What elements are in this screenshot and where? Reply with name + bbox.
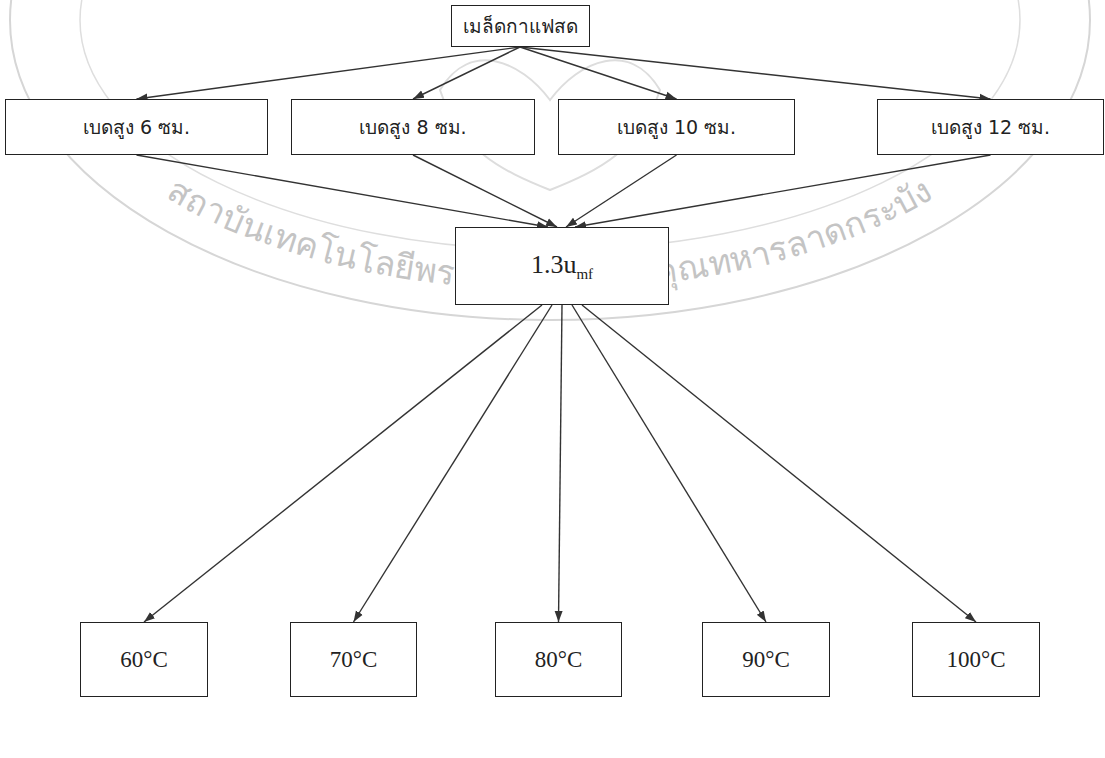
process-box: เบดสูง 6 ซม. xyxy=(5,99,268,155)
subscript: mf xyxy=(576,266,593,282)
flow-arrow xyxy=(582,305,976,622)
box-label: เบดสูง 6 ซม. xyxy=(83,116,190,138)
flow-arrow xyxy=(354,305,553,622)
process-box: 70°C xyxy=(290,622,417,697)
flow-arrow xyxy=(144,305,542,622)
box-text: 100°C xyxy=(946,646,1005,674)
box-label: เมล็ดกาแฟสด xyxy=(463,15,578,37)
box-label: 100°C xyxy=(946,647,1005,672)
flow-arrow xyxy=(559,305,563,622)
box-label: 70°C xyxy=(330,647,378,672)
process-box: 80°C xyxy=(495,622,622,697)
process-box: เบดสูง 10 ซม. xyxy=(558,99,795,155)
process-box: 1.3umf xyxy=(455,227,669,305)
box-text: 80°C xyxy=(535,646,583,674)
process-box: เบดสูง 12 ซม. xyxy=(877,99,1104,155)
box-text: เบดสูง 10 ซม. xyxy=(617,116,736,139)
box-label: 80°C xyxy=(535,647,583,672)
flow-arrow xyxy=(572,305,766,622)
box-text: เบดสูง 6 ซม. xyxy=(83,116,190,139)
box-text: เมล็ดกาแฟสด xyxy=(463,15,578,38)
flow-arrow xyxy=(520,47,677,99)
box-text: 70°C xyxy=(330,646,378,674)
box-label: เบดสูง 10 ซม. xyxy=(617,116,736,138)
flow-arrow xyxy=(566,155,677,227)
process-box: 60°C xyxy=(80,622,208,697)
seal-ring xyxy=(10,0,1090,320)
process-box: เมล็ดกาแฟสด xyxy=(451,5,590,47)
flow-arrow xyxy=(137,47,521,99)
process-box: เบดสูง 8 ซม. xyxy=(291,99,535,155)
box-label: เบดสูง 8 ซม. xyxy=(359,116,466,138)
box-text: เบดสูง 12 ซม. xyxy=(931,116,1050,139)
box-text: 90°C xyxy=(742,646,790,674)
flow-arrow xyxy=(413,155,557,227)
box-label: 90°C xyxy=(742,647,790,672)
box-text: 1.3umf xyxy=(531,249,593,283)
process-box: 90°C xyxy=(702,622,830,697)
flow-arrow xyxy=(413,47,520,99)
flow-arrow xyxy=(575,155,991,227)
box-text: 60°C xyxy=(120,646,168,674)
flow-arrow xyxy=(520,47,991,99)
box-label: 1.3u xyxy=(531,250,577,279)
box-label: เบดสูง 12 ซม. xyxy=(931,116,1050,138)
box-text: เบดสูง 8 ซม. xyxy=(359,116,466,139)
box-label: 60°C xyxy=(120,647,168,672)
process-box: 100°C xyxy=(912,622,1040,697)
